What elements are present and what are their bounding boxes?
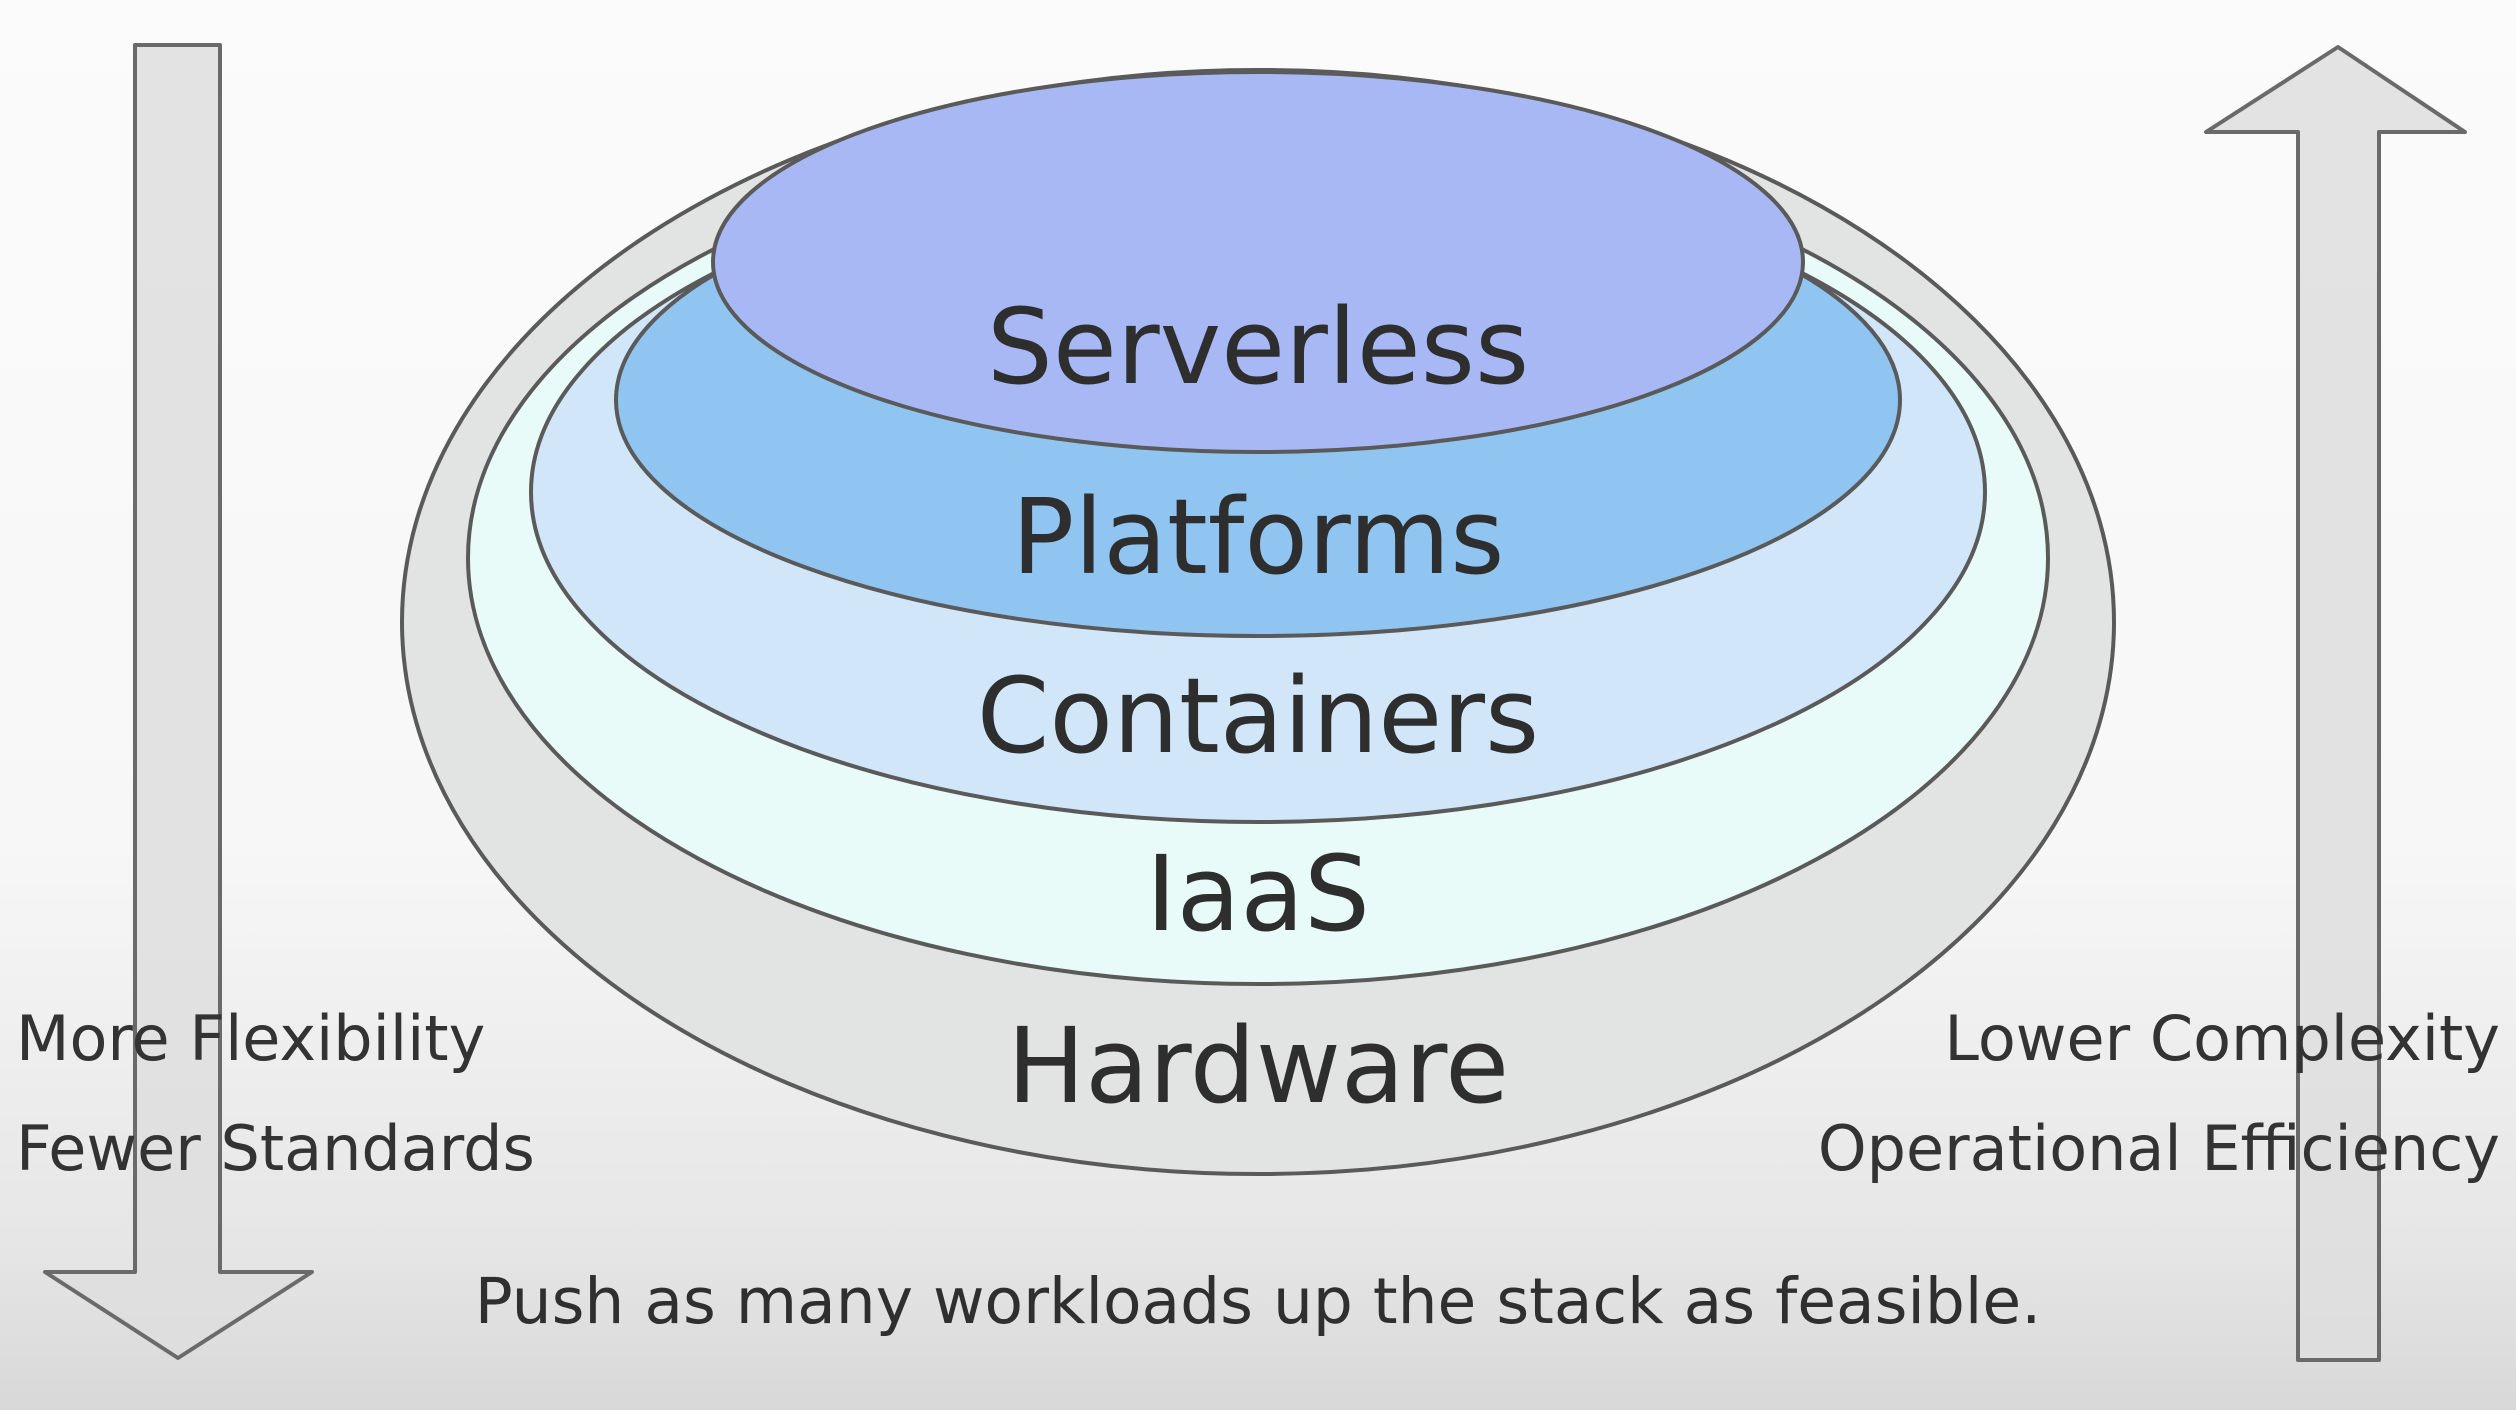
right-caption: Lower Complexity Operational Efficiency <box>1818 1002 2500 1185</box>
layer-stack <box>400 68 2116 1176</box>
layer-label-hardware: Hardware <box>1007 1005 1509 1127</box>
layer-label-iaas: IaaS <box>1146 833 1370 955</box>
right-up-arrow <box>2204 45 2467 1362</box>
right-arrow-shape <box>2204 45 2467 1362</box>
left-caption-line-1: More Flexibility <box>16 1002 485 1075</box>
layer-label-platforms: Platforms <box>1012 476 1505 598</box>
layer-label-containers: Containers <box>977 655 1539 777</box>
layer-labels: Serverless Platforms Containers IaaS Har… <box>977 286 1539 1127</box>
left-caption-line-2: Fewer Standards <box>16 1112 535 1185</box>
left-arrow-shape <box>43 43 314 1360</box>
left-caption: More Flexibility Fewer Standards <box>16 1002 535 1185</box>
right-caption-line-2: Operational Efficiency <box>1818 1112 2500 1185</box>
footer-caption: Push as many workloads up the stack as f… <box>475 1265 2041 1338</box>
right-caption-line-1: Lower Complexity <box>1944 1002 2500 1075</box>
left-down-arrow <box>43 43 314 1360</box>
layer-label-serverless: Serverless <box>987 286 1529 408</box>
layer-serverless-shape <box>711 70 1805 454</box>
